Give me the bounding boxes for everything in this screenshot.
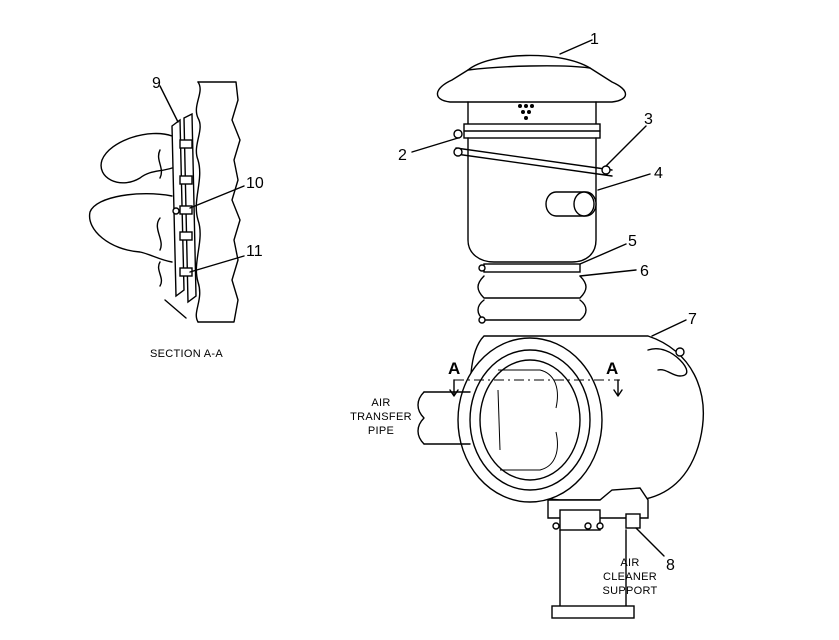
svg-text:PIPE: PIPE [368, 425, 394, 437]
air-transfer-pipe-label: AIR TRANSFER PIPE [350, 397, 412, 437]
callout-8: 8 [666, 557, 675, 574]
cap-vent-marks [518, 104, 534, 120]
svg-text:SUPPORT: SUPPORT [602, 585, 657, 597]
section-bolts [172, 139, 193, 277]
callout-7: 7 [688, 311, 697, 328]
section-a-a-view [88, 81, 245, 323]
callout-3: 3 [644, 111, 653, 128]
callout-11: 11 [246, 243, 263, 260]
section-caption: SECTION A-A [150, 348, 223, 360]
section-marker-right: A [606, 359, 618, 378]
section-marker-left: A [448, 359, 460, 378]
callout-2: 2 [398, 147, 407, 164]
svg-text:CLEANER: CLEANER [603, 571, 657, 583]
callout-5: 5 [628, 233, 637, 250]
callout-6: 6 [640, 263, 649, 280]
callout-4: 4 [654, 165, 663, 182]
svg-text:AIR: AIR [371, 397, 390, 409]
svg-text:TRANSFER: TRANSFER [350, 411, 412, 423]
air-cleaner-support-label: AIR CLEANER SUPPORT [602, 557, 657, 597]
svg-text:AIR: AIR [620, 557, 639, 569]
air-cleaner-assembly [417, 54, 704, 619]
callout-10: 10 [246, 175, 264, 192]
callout-9: 9 [152, 75, 161, 92]
callout-1: 1 [590, 31, 599, 48]
cap [436, 54, 627, 103]
callout-leaders [411, 39, 687, 557]
